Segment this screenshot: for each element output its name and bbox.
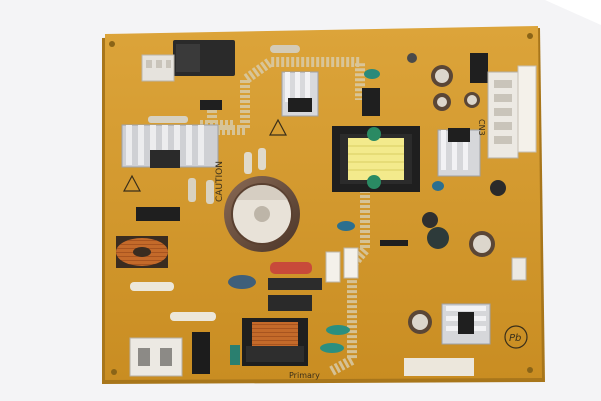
transformer [332, 126, 420, 192]
regulator [470, 53, 488, 83]
resistor-block [268, 278, 322, 290]
lead-free-mark: Pb [509, 333, 521, 344]
bulk-capacitor [224, 176, 300, 252]
heatsink-left [121, 124, 219, 168]
heatsink-right [437, 128, 481, 177]
connector-top-left [141, 54, 175, 82]
corner-paper [545, 0, 601, 25]
heatsink-bottom-right [441, 303, 491, 345]
power-inlet [129, 337, 183, 377]
caution-label: CAUTION [215, 161, 225, 202]
film-capacitors [228, 69, 444, 365]
output-connector [487, 65, 537, 159]
inductor-coil [116, 236, 168, 268]
heatsink-top [281, 71, 319, 117]
resistors [130, 45, 408, 321]
warning-triangle [123, 118, 287, 192]
black-component [192, 332, 210, 374]
ic-chip [268, 295, 312, 311]
label-sticker [404, 358, 474, 376]
connector-label: CN3 [477, 119, 486, 136]
primary-label: Primary [289, 371, 320, 380]
small-capacitors [407, 53, 506, 334]
ic-chip [136, 207, 180, 221]
choke-bottom [242, 318, 308, 366]
silkscreen: CAUTION CN3 Primary Pb [215, 119, 528, 380]
